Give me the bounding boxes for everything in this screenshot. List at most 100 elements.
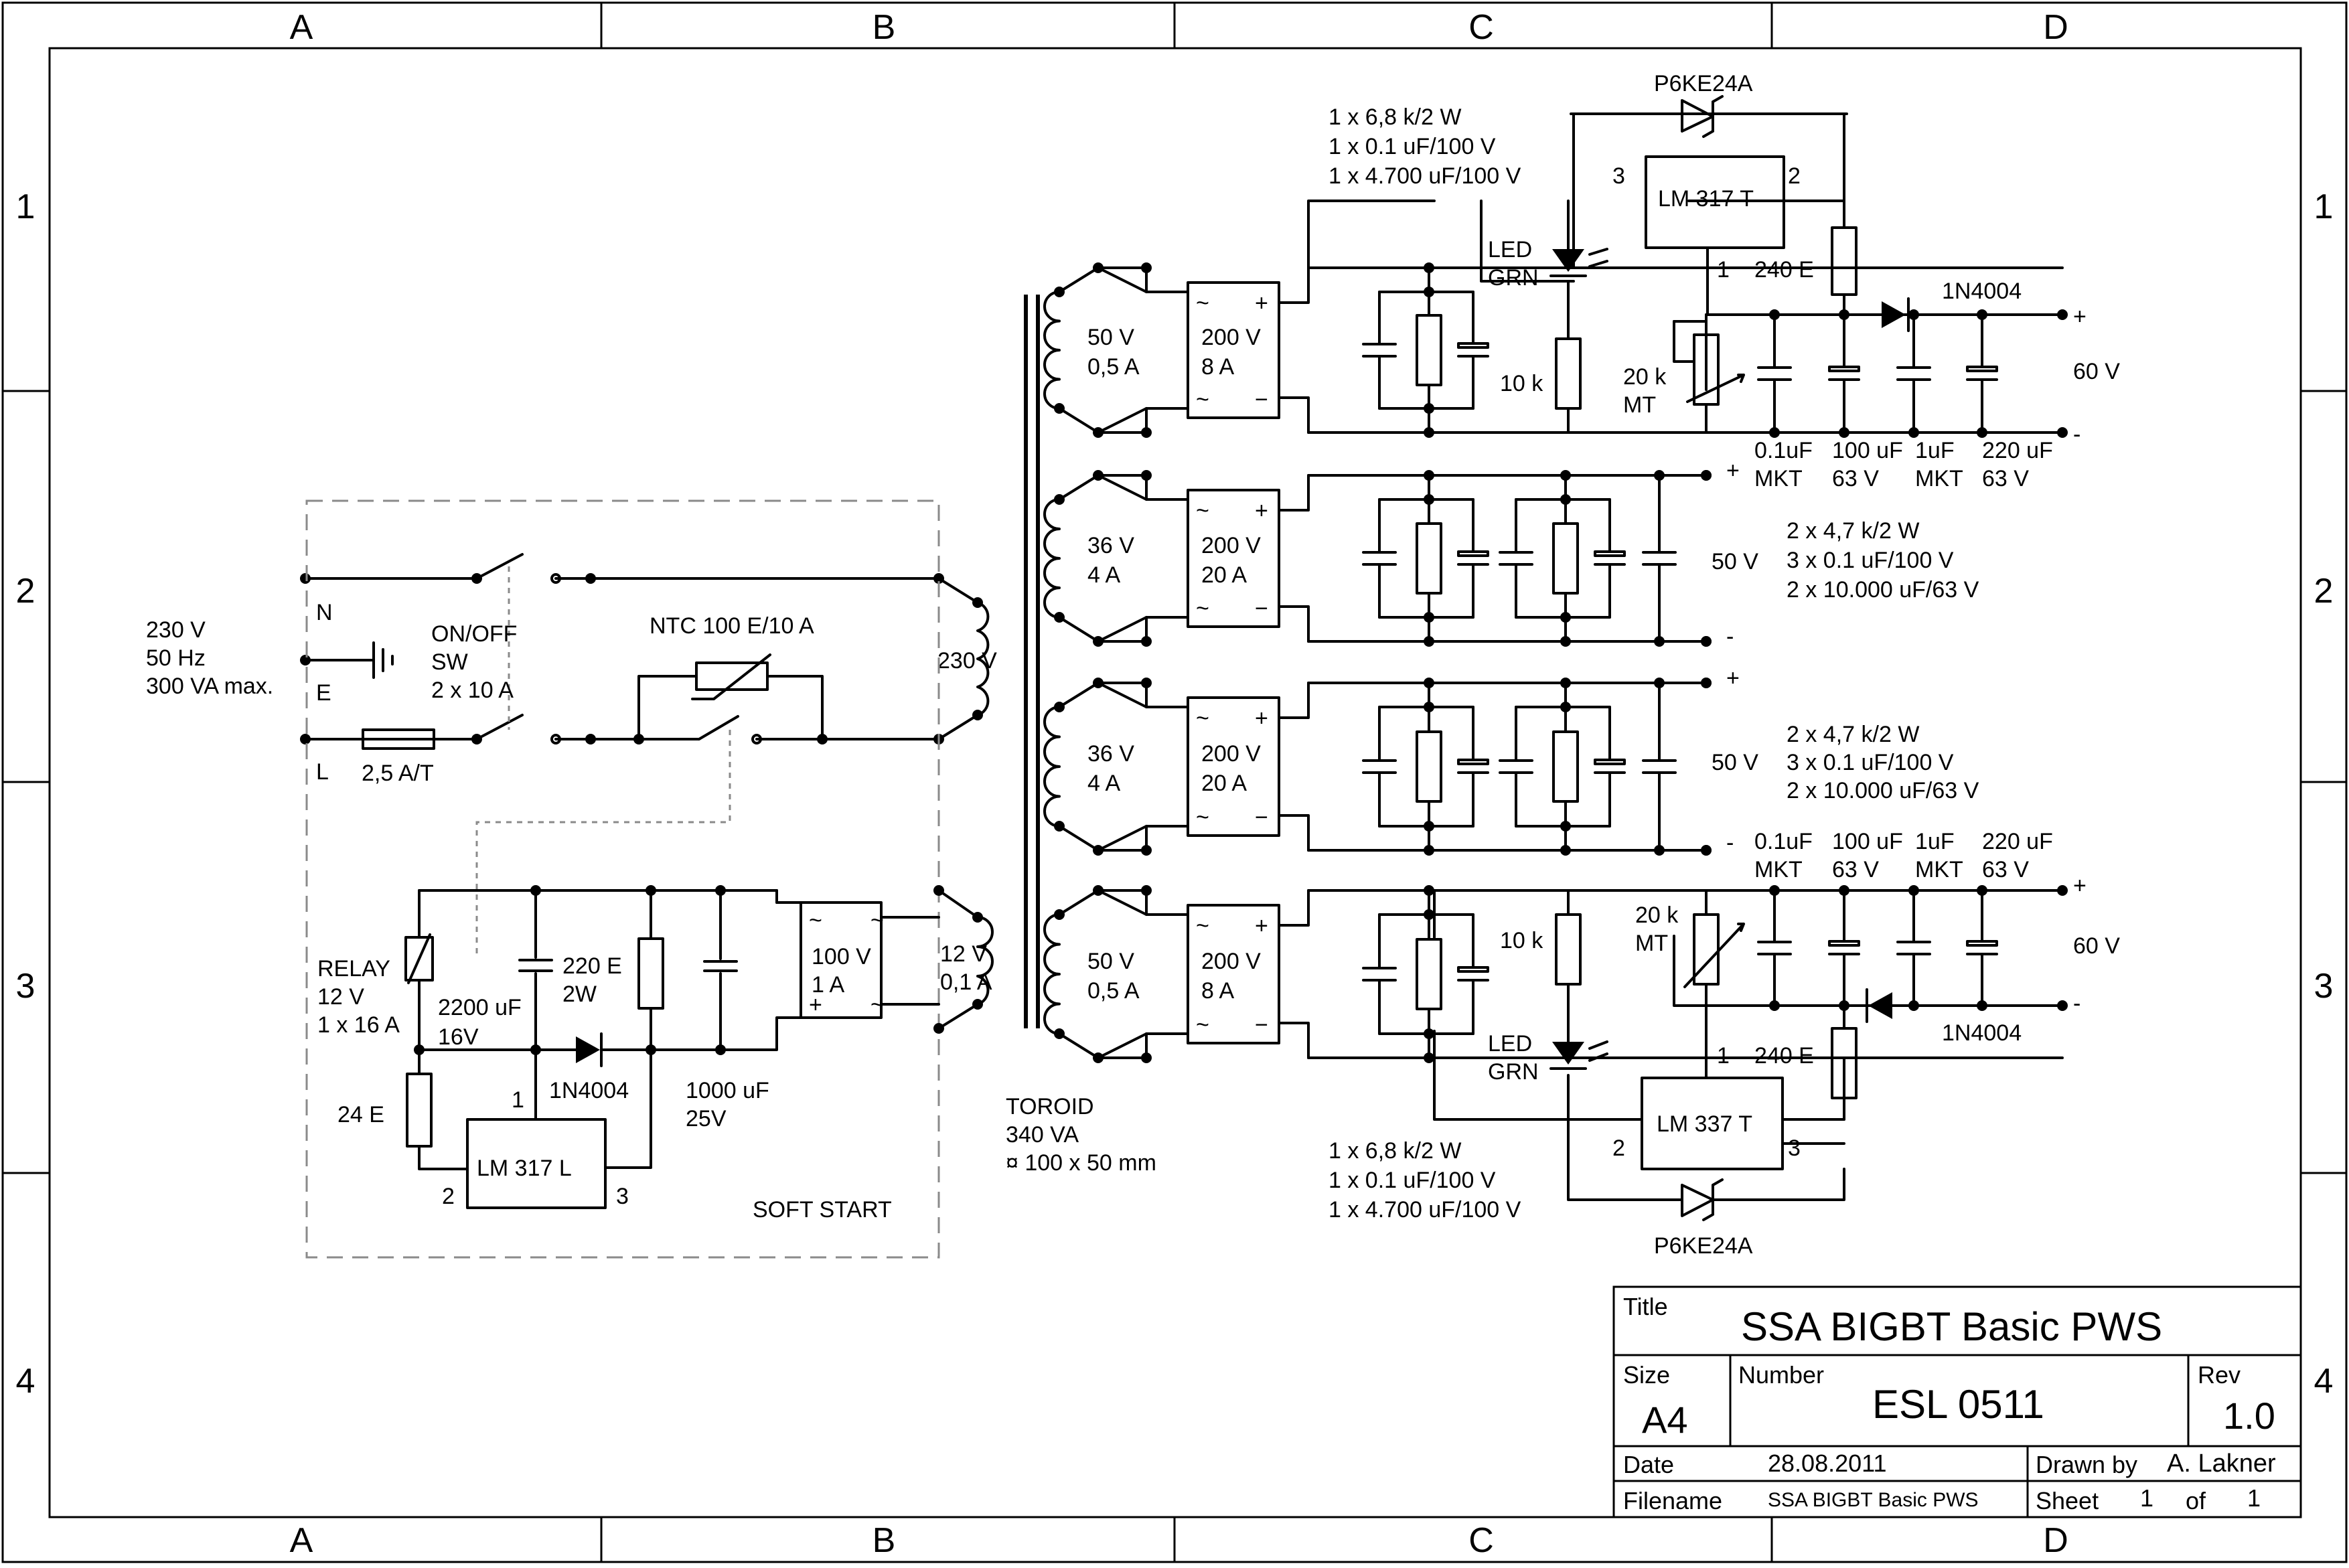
- output-terminal: [1701, 845, 1712, 856]
- part-list: 1 x 0.1 uF/100 V: [1329, 1168, 1496, 1193]
- led-label: LED: [1488, 1031, 1532, 1056]
- capacitor-plate: [1828, 366, 1860, 372]
- bridge-ac-symbol: ~: [1196, 805, 1209, 830]
- capacitor: [1642, 682, 1677, 852]
- junction-dot: [1424, 909, 1434, 920]
- drawn-by-value: A. Lakner: [2167, 1449, 2276, 1478]
- junction-dot: [1424, 262, 1434, 273]
- relay-label: 1 x 16 A: [317, 1012, 400, 1038]
- frame-column-labels: A B C D A B C D: [290, 8, 2068, 1560]
- secondary-winding: [1043, 706, 1061, 828]
- resistor: [1552, 706, 1579, 828]
- bridge-current: 20 A: [1201, 771, 1247, 796]
- pin-label: 3: [1788, 1135, 1801, 1161]
- capacitor: [1896, 889, 1931, 1007]
- output-terminal: [1701, 678, 1712, 688]
- cap-label: MKT: [1915, 466, 1963, 491]
- junction-dot: [1560, 702, 1571, 712]
- capacitor-plates: [1642, 682, 1677, 852]
- winding-voltage: 50 V: [1087, 949, 1134, 974]
- sheet-label: Sheet: [2036, 1487, 2099, 1514]
- row-label-right: 1: [2314, 187, 2334, 226]
- transformer-label: ¤ 100 x 50 mm: [1006, 1150, 1156, 1176]
- resistor-label: 240 E: [1754, 257, 1814, 283]
- junction-dot: [1093, 845, 1104, 856]
- rail-wire: [1278, 474, 1310, 643]
- ntc-label: NTC 100 E/10 A: [650, 613, 814, 639]
- regulator-label: LM 337 T: [1657, 1111, 1752, 1137]
- junction-dot: [1424, 1028, 1434, 1039]
- secondary-winding: [1043, 291, 1061, 410]
- pin-label: 2: [1788, 163, 1801, 189]
- tvs-label: P6KE24A: [1654, 1233, 1753, 1259]
- resistor-label: 2W: [562, 982, 597, 1007]
- bridge-minus-symbol: −: [1255, 805, 1268, 830]
- junction-dot: [1424, 494, 1434, 505]
- minus-terminal-label: -: [1726, 624, 1734, 649]
- resistor-body: [1552, 730, 1579, 803]
- capacitor-plates: [1362, 706, 1397, 828]
- output-terminal: [2057, 1000, 2068, 1011]
- junction-dot: [1424, 821, 1434, 832]
- winding-label: 12 V: [940, 941, 987, 967]
- bridge-ac-wire: [1145, 291, 1189, 410]
- capacitor: [1499, 706, 1533, 828]
- part-list: 1 x 6,8 k/2 W: [1329, 1138, 1461, 1164]
- col-label-top: A: [290, 8, 313, 47]
- bottom-cap-labels: 0.1uF MKT 100 uF 63 V 1uF MKT 220 uF 63 …: [1754, 829, 2053, 882]
- output-terminal: [2057, 427, 2068, 438]
- bridge-ac-symbol: ~: [870, 992, 884, 1018]
- mains-labels: 230 V 50 Hz 300 VA max. N E L ON/OFF SW …: [146, 600, 997, 786]
- title-label: Title: [1623, 1293, 1668, 1320]
- filename-value: SSA BIGBT Basic PWS: [1768, 1489, 1979, 1511]
- output-voltage: 60 V: [2073, 933, 2120, 959]
- switch-label: 2 x 10 A: [431, 678, 514, 703]
- mains-input-label: 50 Hz: [146, 645, 206, 671]
- pin-label: 1: [512, 1087, 524, 1113]
- top-cap-labels: 0.1uF MKT 100 uF 63 V 1uF MKT 220 uF 63 …: [1754, 438, 2053, 491]
- diode-label: 1N4004: [1942, 1020, 2022, 1046]
- winding-voltage: 36 V: [1087, 533, 1134, 558]
- junction-dot: [1560, 821, 1571, 832]
- neutral-label: N: [316, 600, 333, 625]
- electrolytic-capacitor: [1594, 706, 1626, 828]
- cap-label: MKT: [1915, 857, 1963, 882]
- winding-current: 0,5 A: [1087, 978, 1140, 1004]
- rail-wire: [1278, 682, 1310, 852]
- capacitor: [1362, 498, 1397, 619]
- bridge-current: 8 A: [1201, 354, 1234, 380]
- bridge-current: 8 A: [1201, 978, 1234, 1004]
- output-rail: [1705, 889, 2064, 1007]
- junction-dot: [1560, 845, 1571, 856]
- electrolytic-capacitor: [1966, 313, 1998, 434]
- size-value: A4: [1642, 1399, 1688, 1441]
- primary-label: 230 V: [937, 648, 997, 674]
- junction-dot: [1093, 262, 1104, 273]
- winding-current: 4 A: [1087, 562, 1120, 588]
- date-value: 28.08.2011: [1768, 1449, 1887, 1477]
- cap-label: 220 uF: [1982, 829, 2053, 854]
- part-list: 3 x 0.1 uF/100 V: [1787, 750, 1954, 775]
- led-label: LED: [1488, 237, 1532, 262]
- bridge-plus-symbol: +: [809, 992, 822, 1018]
- row-label-left: 2: [16, 572, 35, 611]
- pot-label: 20 k: [1635, 903, 1679, 928]
- electrolytic-capacitor: [1457, 706, 1489, 828]
- bridge-ac-symbol: ~: [1196, 913, 1209, 939]
- capacitor-plate: [1457, 550, 1489, 557]
- junction-dot: [1141, 636, 1152, 647]
- junction-dot: [1093, 636, 1104, 647]
- diode-label: 1N4004: [549, 1078, 629, 1103]
- col-label-bottom: C: [1468, 1521, 1494, 1560]
- cap-label: 100 uF: [1832, 438, 1903, 463]
- capacitor: [1642, 474, 1677, 643]
- cap-label: 25V: [686, 1106, 727, 1131]
- junction-dot: [1560, 678, 1571, 688]
- junction-dot: [1054, 287, 1065, 297]
- row-label-right: 2: [2314, 572, 2334, 611]
- fuse-label: 2,5 A/T: [362, 761, 434, 786]
- switch-label: ON/OFF: [431, 621, 517, 647]
- junction-dot: [1424, 287, 1434, 297]
- sheet-number: 1: [2140, 1484, 2153, 1512]
